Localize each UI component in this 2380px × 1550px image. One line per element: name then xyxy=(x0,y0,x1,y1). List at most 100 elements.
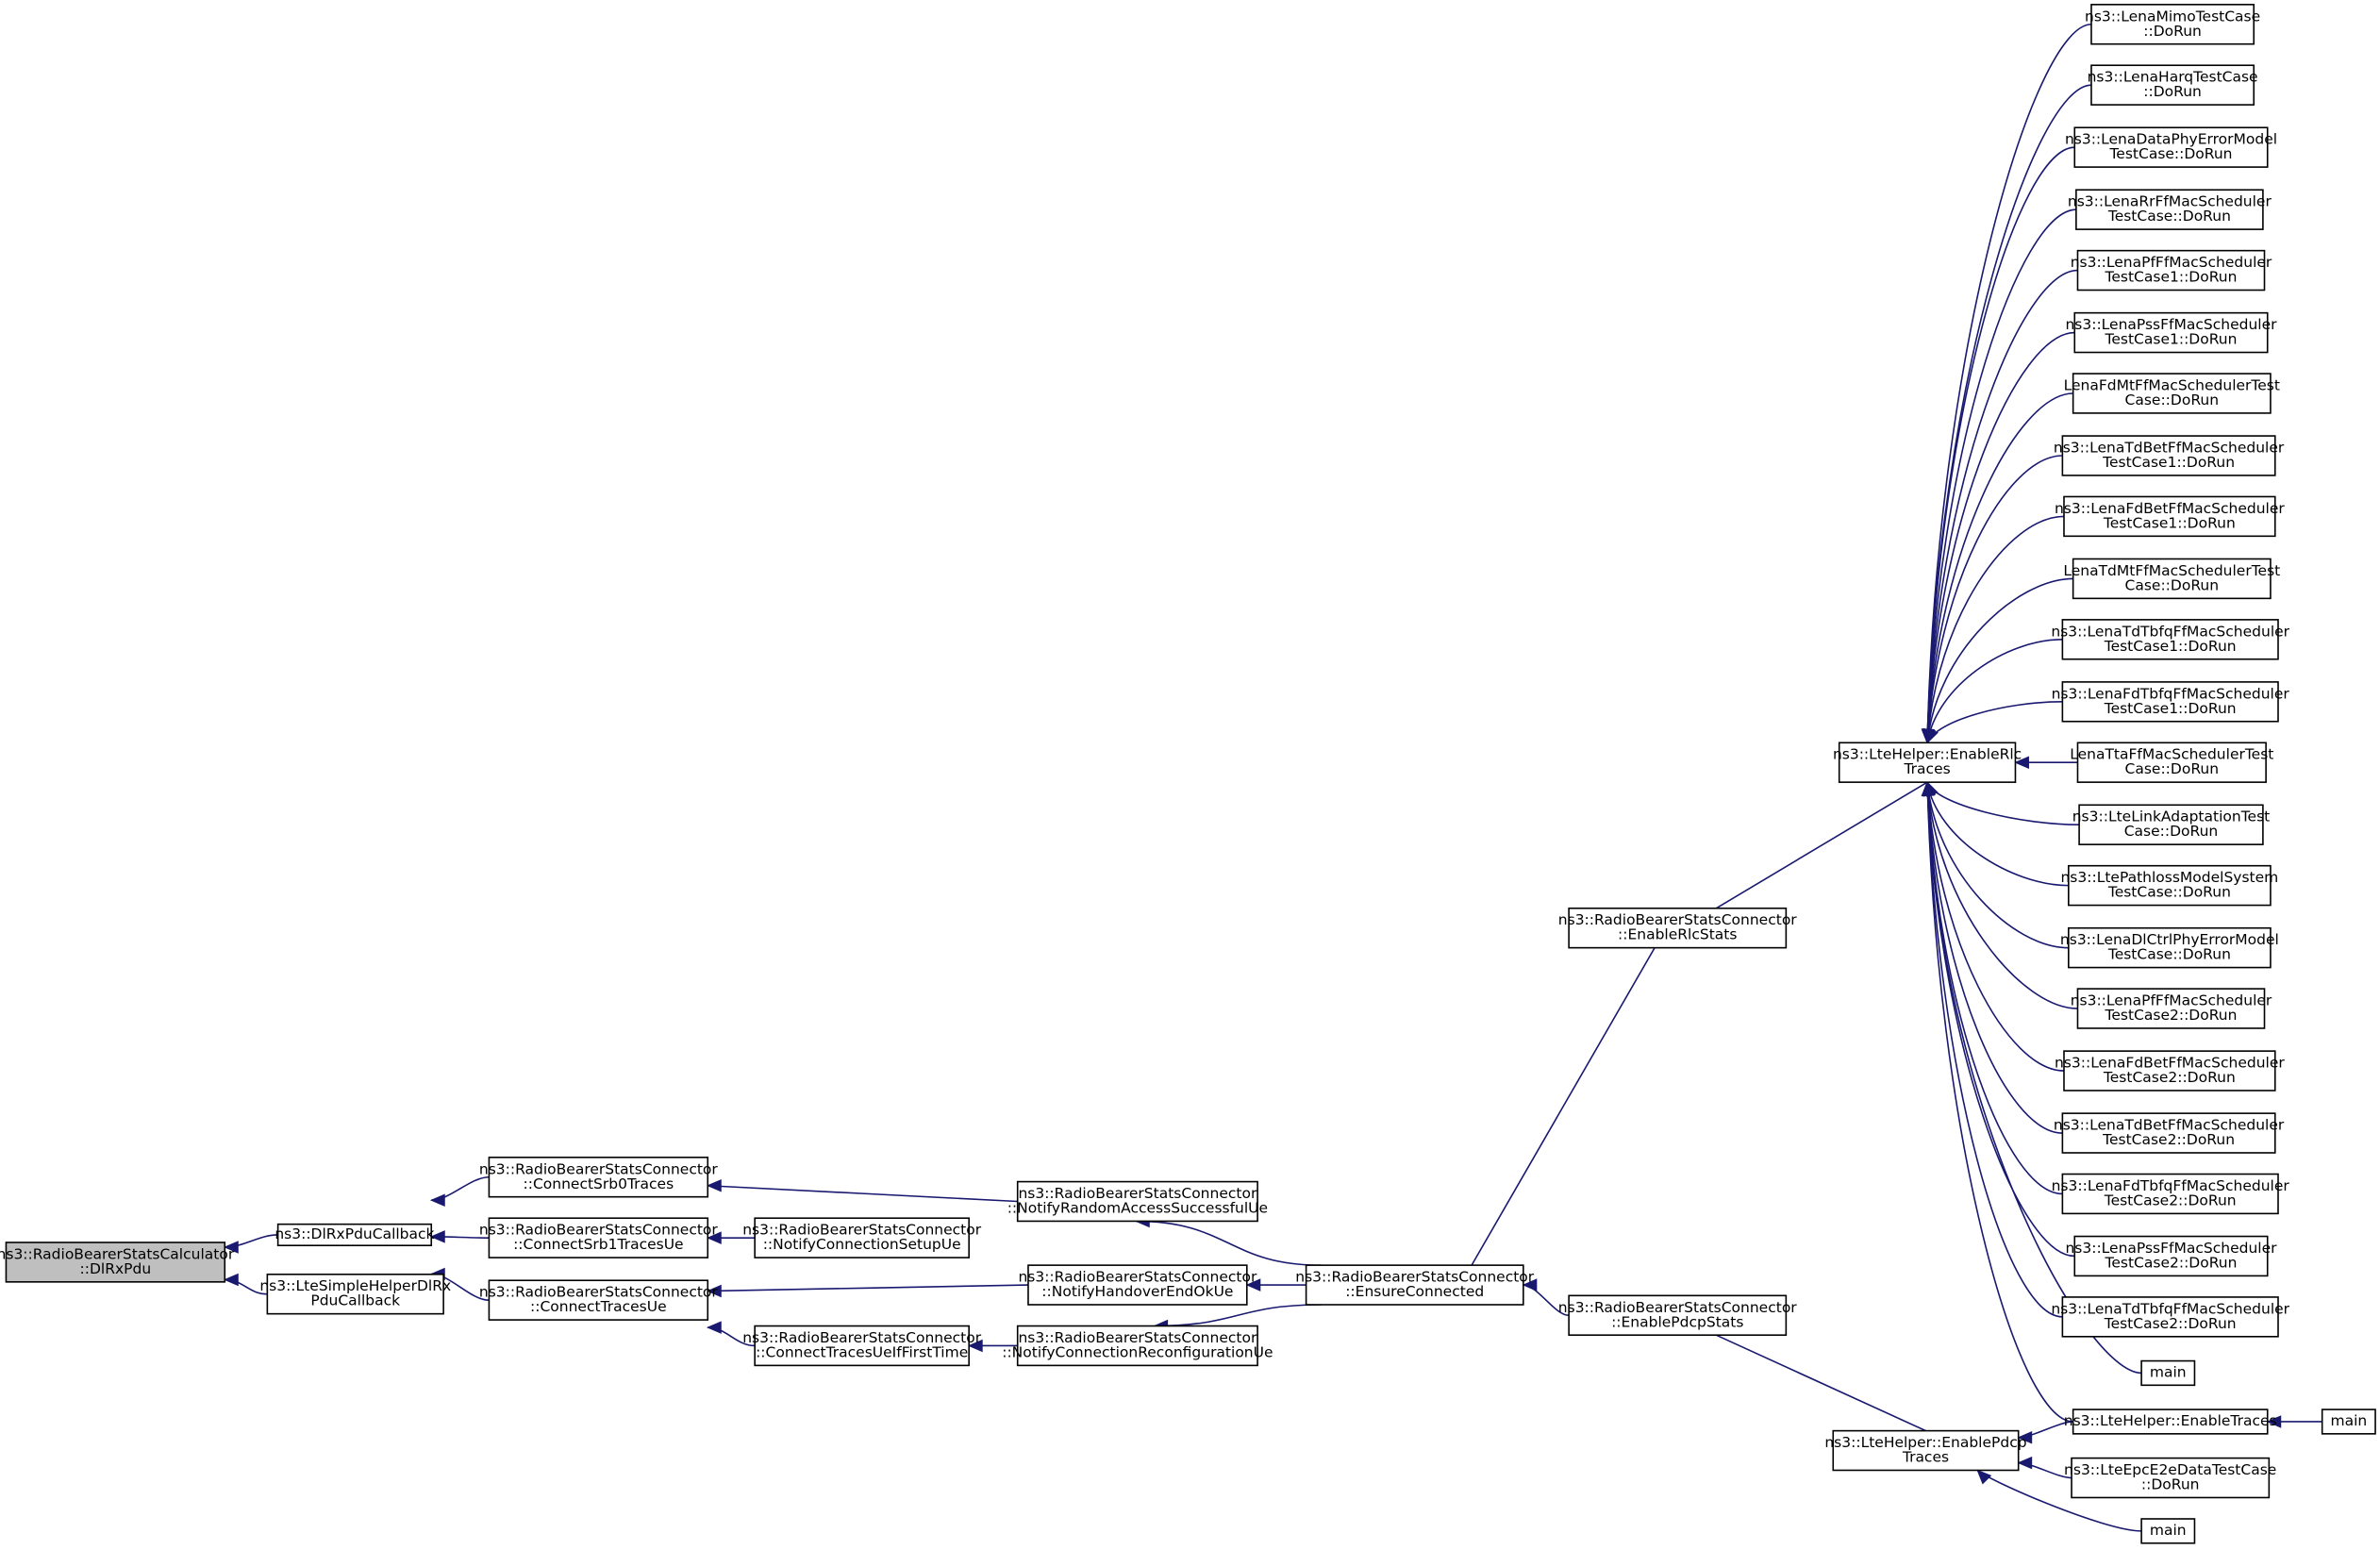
edge-ensure-to-reconfig xyxy=(1154,1304,1322,1327)
node-box xyxy=(2073,126,2269,168)
node-label-line: TestCase2::DoRun xyxy=(2104,1192,2237,1208)
node-box xyxy=(1305,1264,1524,1306)
node-box xyxy=(2076,249,2266,292)
node-t6[interactable]: ns3::LenaPssFfMacSchedulerTestCase1::DoR… xyxy=(2065,311,2277,354)
node-ensure[interactable]: ns3::RadioBearerStatsConnector::EnsureCo… xyxy=(1295,1264,1535,1306)
node-label-line: Case::DoRun xyxy=(2125,392,2220,408)
node-label-line: ns3::DlRxPduCallback xyxy=(275,1225,434,1242)
node-box xyxy=(2073,311,2269,354)
node-t20[interactable]: ns3::LenaFdTbfqFfMacSchedulerTestCase2::… xyxy=(2052,1173,2290,1215)
edge-pdcptraces-to-pdcpstats xyxy=(1715,1334,1926,1432)
edge-arrowhead xyxy=(1245,1278,1261,1292)
edge-handover-to-tracesue xyxy=(707,1284,1028,1292)
edge-arrowhead xyxy=(967,1339,983,1353)
node-enabletraces[interactable]: ns3::LteHelper::EnableTraces xyxy=(2064,1408,2277,1435)
node-label-line: ns3::RadioBearerStatsConnector xyxy=(1295,1269,1535,1286)
node-label-line: TestCase2::DoRun xyxy=(2102,1131,2235,1148)
node-t9[interactable]: ns3::LenaFdBetFfMacSchedulerTestCase1::D… xyxy=(2055,495,2285,538)
node-t5[interactable]: ns3::LenaPfFfMacSchedulerTestCase1::DoRu… xyxy=(2071,249,2272,292)
edge-arrowhead xyxy=(706,1284,722,1298)
node-main1[interactable]: main xyxy=(2140,1359,2196,1387)
node-label-line: ::ConnectTracesUeIfFirstTime xyxy=(756,1343,968,1360)
node-label-line: ns3::RadioBearerStatsCalculator xyxy=(0,1245,235,1262)
node-t11[interactable]: ns3::LenaTdTbfqFfMacSchedulerTestCase1::… xyxy=(2051,619,2290,660)
node-t21[interactable]: ns3::LenaPssFfMacSchedulerTestCase2::DoR… xyxy=(2065,1235,2277,1277)
node-box xyxy=(1016,1180,1258,1223)
node-box xyxy=(2072,558,2272,600)
graph-edges xyxy=(224,23,2322,1532)
node-label-line: PduCallback xyxy=(310,1292,400,1309)
node-label-line: main xyxy=(2150,1364,2187,1381)
node-main2[interactable]: main xyxy=(2321,1408,2376,1435)
node-t22[interactable]: ns3::LenaTdTbfqFfMacSchedulerTestCase2::… xyxy=(2051,1296,2290,1338)
node-srb0[interactable]: ns3::RadioBearerStatsConnector::ConnectS… xyxy=(479,1157,719,1198)
node-t18[interactable]: ns3::LenaFdBetFfMacSchedulerTestCase2::D… xyxy=(2055,1050,2285,1092)
node-box xyxy=(2061,1173,2279,1215)
node-t16[interactable]: ns3::LenaDlCtrlPhyErrorModelTestCase::Do… xyxy=(2060,926,2279,969)
node-label-line: ns3::LenaDlCtrlPhyErrorModel xyxy=(2060,931,2279,948)
edge-t17-to-rlctraces xyxy=(1926,782,2078,1009)
node-label-line: ns3::LteSimpleHelperDlRx xyxy=(259,1277,451,1294)
node-e2e[interactable]: ns3::LteEpcE2eDataTestCase::DoRun xyxy=(2064,1457,2276,1499)
node-t19[interactable]: ns3::LenaTdBetFfMacSchedulerTestCase2::D… xyxy=(2054,1112,2285,1154)
node-handover[interactable]: ns3::RadioBearerStatsConnector::NotifyHa… xyxy=(1018,1264,1257,1306)
node-main3[interactable]: main xyxy=(2140,1518,2196,1544)
node-randomaccess[interactable]: ns3::RadioBearerStatsConnector::NotifyRa… xyxy=(1007,1180,1268,1223)
node-label-line: ns3::LteLinkAdaptationTest xyxy=(2072,808,2271,825)
node-box xyxy=(2075,189,2264,230)
node-srb1[interactable]: ns3::RadioBearerStatsConnector::ConnectS… xyxy=(479,1217,719,1258)
node-tracesue[interactable]: ns3::RadioBearerStatsConnector::ConnectT… xyxy=(479,1279,719,1321)
edge-arrowhead xyxy=(224,1241,239,1254)
edge-t19-to-rlctraces xyxy=(1926,782,2063,1134)
node-root[interactable]: ns3::RadioBearerStatsCalculator::DlRxPdu xyxy=(0,1242,235,1283)
node-label-line: ns3::LteHelper::EnableTraces xyxy=(2064,1412,2277,1429)
node-label-line: TestCase1::DoRun xyxy=(2105,269,2238,286)
node-label-line: ns3::RadioBearerStatsConnector xyxy=(1018,1329,1257,1346)
node-pdcpstats[interactable]: ns3::RadioBearerStatsConnector::EnablePd… xyxy=(1558,1294,1798,1336)
node-label-line: ns3::RadioBearerStatsConnector xyxy=(479,1222,719,1239)
node-label-line: TestCase1::DoRun xyxy=(2105,331,2238,348)
node-label-line: ns3::RadioBearerStatsConnector xyxy=(479,1284,719,1301)
node-box xyxy=(2063,1050,2276,1092)
node-label-line: ns3::LenaTdTbfqFfMacScheduler xyxy=(2051,623,2289,640)
node-box xyxy=(2061,1112,2276,1154)
node-t12[interactable]: ns3::LenaFdTbfqFfMacSchedulerTestCase1::… xyxy=(2052,681,2290,723)
node-t2[interactable]: ns3::LenaHarqTestCase::DoRun xyxy=(2088,64,2258,106)
node-box xyxy=(2140,1359,2196,1387)
node-label-line: ns3::LenaPssFfMacScheduler xyxy=(2065,1240,2277,1257)
node-t15[interactable]: ns3::LtePathlossModelSystemTestCase::DoR… xyxy=(2060,864,2278,907)
node-t3[interactable]: ns3::LenaDataPhyErrorModelTestCase::DoRu… xyxy=(2065,126,2277,168)
node-label-line: TestCase2::DoRun xyxy=(2105,1007,2238,1024)
node-label-line: Case::DoRun xyxy=(2124,823,2219,840)
node-t8[interactable]: ns3::LenaTdBetFfMacSchedulerTestCase1::D… xyxy=(2054,435,2285,476)
node-box xyxy=(2068,864,2272,907)
node-box xyxy=(1838,742,2017,783)
node-t17[interactable]: ns3::LenaPfFfMacSchedulerTestCase2::DoRu… xyxy=(2071,988,2272,1029)
edge-t11-to-rlctraces xyxy=(1926,639,2063,743)
node-connsetup[interactable]: ns3::RadioBearerStatsConnector::NotifyCo… xyxy=(742,1217,982,1258)
node-box xyxy=(488,1217,709,1258)
node-label-line: Case::DoRun xyxy=(2125,576,2220,593)
node-tracesfirst[interactable]: ns3::RadioBearerStatsConnector::ConnectT… xyxy=(742,1325,982,1367)
node-reconfig[interactable]: ns3::RadioBearerStatsConnector::NotifyCo… xyxy=(1002,1325,1273,1367)
node-label-line: ns3::LenaPfFfMacScheduler xyxy=(2071,992,2272,1009)
node-rlcstats[interactable]: ns3::RadioBearerStatsConnector::EnableRl… xyxy=(1558,907,1798,949)
node-label-line: ns3::LenaRrFfMacScheduler xyxy=(2068,193,2272,210)
node-t1[interactable]: ns3::LenaMimoTestCase::DoRun xyxy=(2085,4,2260,45)
node-label-line: ::NotifyConnectionReconfigurationUe xyxy=(1002,1343,1273,1360)
node-dlrxcb[interactable]: ns3::DlRxPduCallback xyxy=(275,1223,435,1247)
node-box xyxy=(276,1223,433,1247)
edge-arrowhead xyxy=(429,1193,445,1207)
node-label-line: Case::DoRun xyxy=(2125,760,2220,777)
node-label-line: ns3::LenaMimoTestCase xyxy=(2085,8,2260,25)
node-label-line: ns3::LteHelper::EnablePdcp xyxy=(1824,1434,2026,1451)
